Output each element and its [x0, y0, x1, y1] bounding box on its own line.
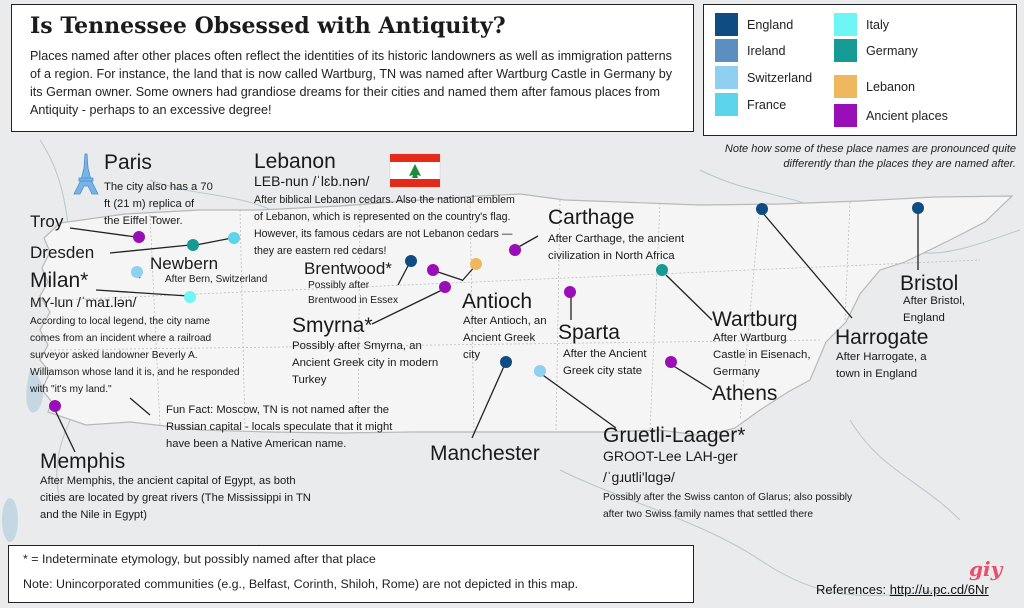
intro-text: Places named after other places often re…	[30, 49, 673, 117]
tennessee-shape	[39, 193, 1014, 437]
memphis-desc: After Memphis, the ancient capital of Eg…	[40, 475, 311, 521]
footnote-panel: * = Indeterminate etymology, but possibl…	[8, 545, 694, 603]
legend-item-ireland: Ireland	[715, 39, 786, 62]
legend-item-france: France	[715, 93, 786, 116]
dresden-label: Dresden	[30, 243, 95, 262]
paris-marker	[228, 232, 240, 244]
place-markers	[49, 202, 924, 412]
legend-swatch	[715, 39, 738, 62]
lebanon-desc: After biblical Lebanon cedars. Also the …	[254, 194, 515, 257]
milan-pronunciation: MY-lun /ˈmaɪ.lən/	[30, 294, 137, 310]
wartburg-marker	[656, 264, 668, 276]
brentwood-label: Brentwood*	[304, 259, 392, 278]
sparta-label: Sparta	[558, 321, 620, 344]
harrogate-marker	[756, 203, 768, 215]
legend-panel: England Ireland Switzerland France Italy…	[703, 4, 1017, 136]
references: References: http://u.pc.cd/6Nr	[816, 582, 989, 597]
wartburg-label: Wartburg	[712, 308, 798, 331]
gruetli-marker	[534, 365, 546, 377]
newbern-desc: After Bern, Switzerland	[165, 274, 268, 285]
page-title: Is Tennessee Obsessed with Antiquity?	[30, 13, 506, 39]
lebanon-label: Lebanon	[254, 150, 336, 173]
newbern-marker	[131, 266, 143, 278]
memphis-marker	[49, 400, 61, 412]
asterisk-note: * = Indeterminate etymology, but possibl…	[23, 552, 376, 566]
legend-item-switzerland: Switzerland	[715, 66, 812, 89]
manchester-label: Manchester	[430, 442, 540, 465]
lebanon-marker	[470, 258, 482, 270]
legend-item-england: England	[715, 13, 793, 36]
carthage-marker	[509, 244, 521, 256]
references-link[interactable]: http://u.pc.cd/6Nr	[889, 582, 989, 597]
harrogate-label: Harrogate	[835, 326, 929, 349]
troy-marker	[133, 231, 145, 243]
milan-desc: According to local legend, the city name…	[30, 316, 240, 395]
manchester-marker	[500, 356, 512, 368]
legend-swatch	[834, 39, 857, 62]
antioch-label: Antioch	[462, 290, 533, 313]
lebanon-pronunciation: LEB-nun /ˈlɛb.nən/	[254, 173, 370, 189]
smyrna-marker	[439, 281, 451, 293]
athens-marker	[665, 356, 677, 368]
title-panel: Is Tennessee Obsessed with Antiquity? Pl…	[11, 4, 694, 132]
unincorporated-note: Note: Unincorporated communities (e.g., …	[23, 577, 579, 591]
gruetli-ipa: /ˈɡɹutli'lɑɡə/	[603, 469, 675, 485]
eiffel-tower-icon	[73, 153, 99, 195]
memphis-label: Memphis	[40, 450, 126, 473]
legend-item-ancient-places: Ancient places	[834, 104, 948, 127]
bristol-label: Bristol	[900, 272, 959, 295]
newbern-label: Newbern	[150, 254, 219, 273]
legend-note: Note how some of these place names are p…	[724, 143, 1016, 170]
dresden-marker	[187, 239, 199, 251]
athens-label: Athens	[712, 382, 778, 405]
legend-swatch	[834, 75, 857, 98]
references-label: References:	[816, 582, 887, 597]
legend-swatch	[715, 13, 738, 36]
bristol-desc: After Bristol,England	[903, 295, 966, 324]
giy-logo-icon: giy	[969, 557, 1004, 581]
gruetli-desc: Possibly after the Swiss canton of Glaru…	[603, 492, 853, 520]
legend-swatch	[834, 13, 857, 36]
svg-text:giy: giy	[969, 557, 1004, 581]
smyrna-label: Smyrna*	[292, 314, 373, 337]
fun-fact: Fun Fact: Moscow, TN is not named after …	[166, 404, 393, 450]
gruetli-laager-label: Gruetli-Laager*	[603, 424, 746, 447]
gruetli-pronunciation: GROOT-Lee LAH-ger	[603, 448, 738, 464]
troy-label: Troy	[30, 212, 64, 231]
legend-swatch	[715, 66, 738, 89]
milan-marker	[184, 291, 196, 303]
carthage-label: Carthage	[548, 206, 635, 229]
legend-swatch	[715, 93, 738, 116]
lebanon-flag-icon	[389, 153, 441, 188]
leader-lines	[54, 210, 919, 453]
paris-label: Paris	[104, 151, 152, 174]
brentwood-marker	[405, 255, 417, 267]
nashville-ancient-marker	[427, 264, 439, 276]
legend-swatch	[834, 104, 857, 127]
bristol-marker	[912, 202, 924, 214]
milan-label: Milan*	[30, 269, 89, 292]
sparta-marker	[564, 286, 576, 298]
legend-item-italy: Italy	[834, 13, 889, 36]
legend-item-germany: Germany	[834, 39, 918, 62]
legend-item-lebanon: Lebanon	[834, 75, 915, 98]
